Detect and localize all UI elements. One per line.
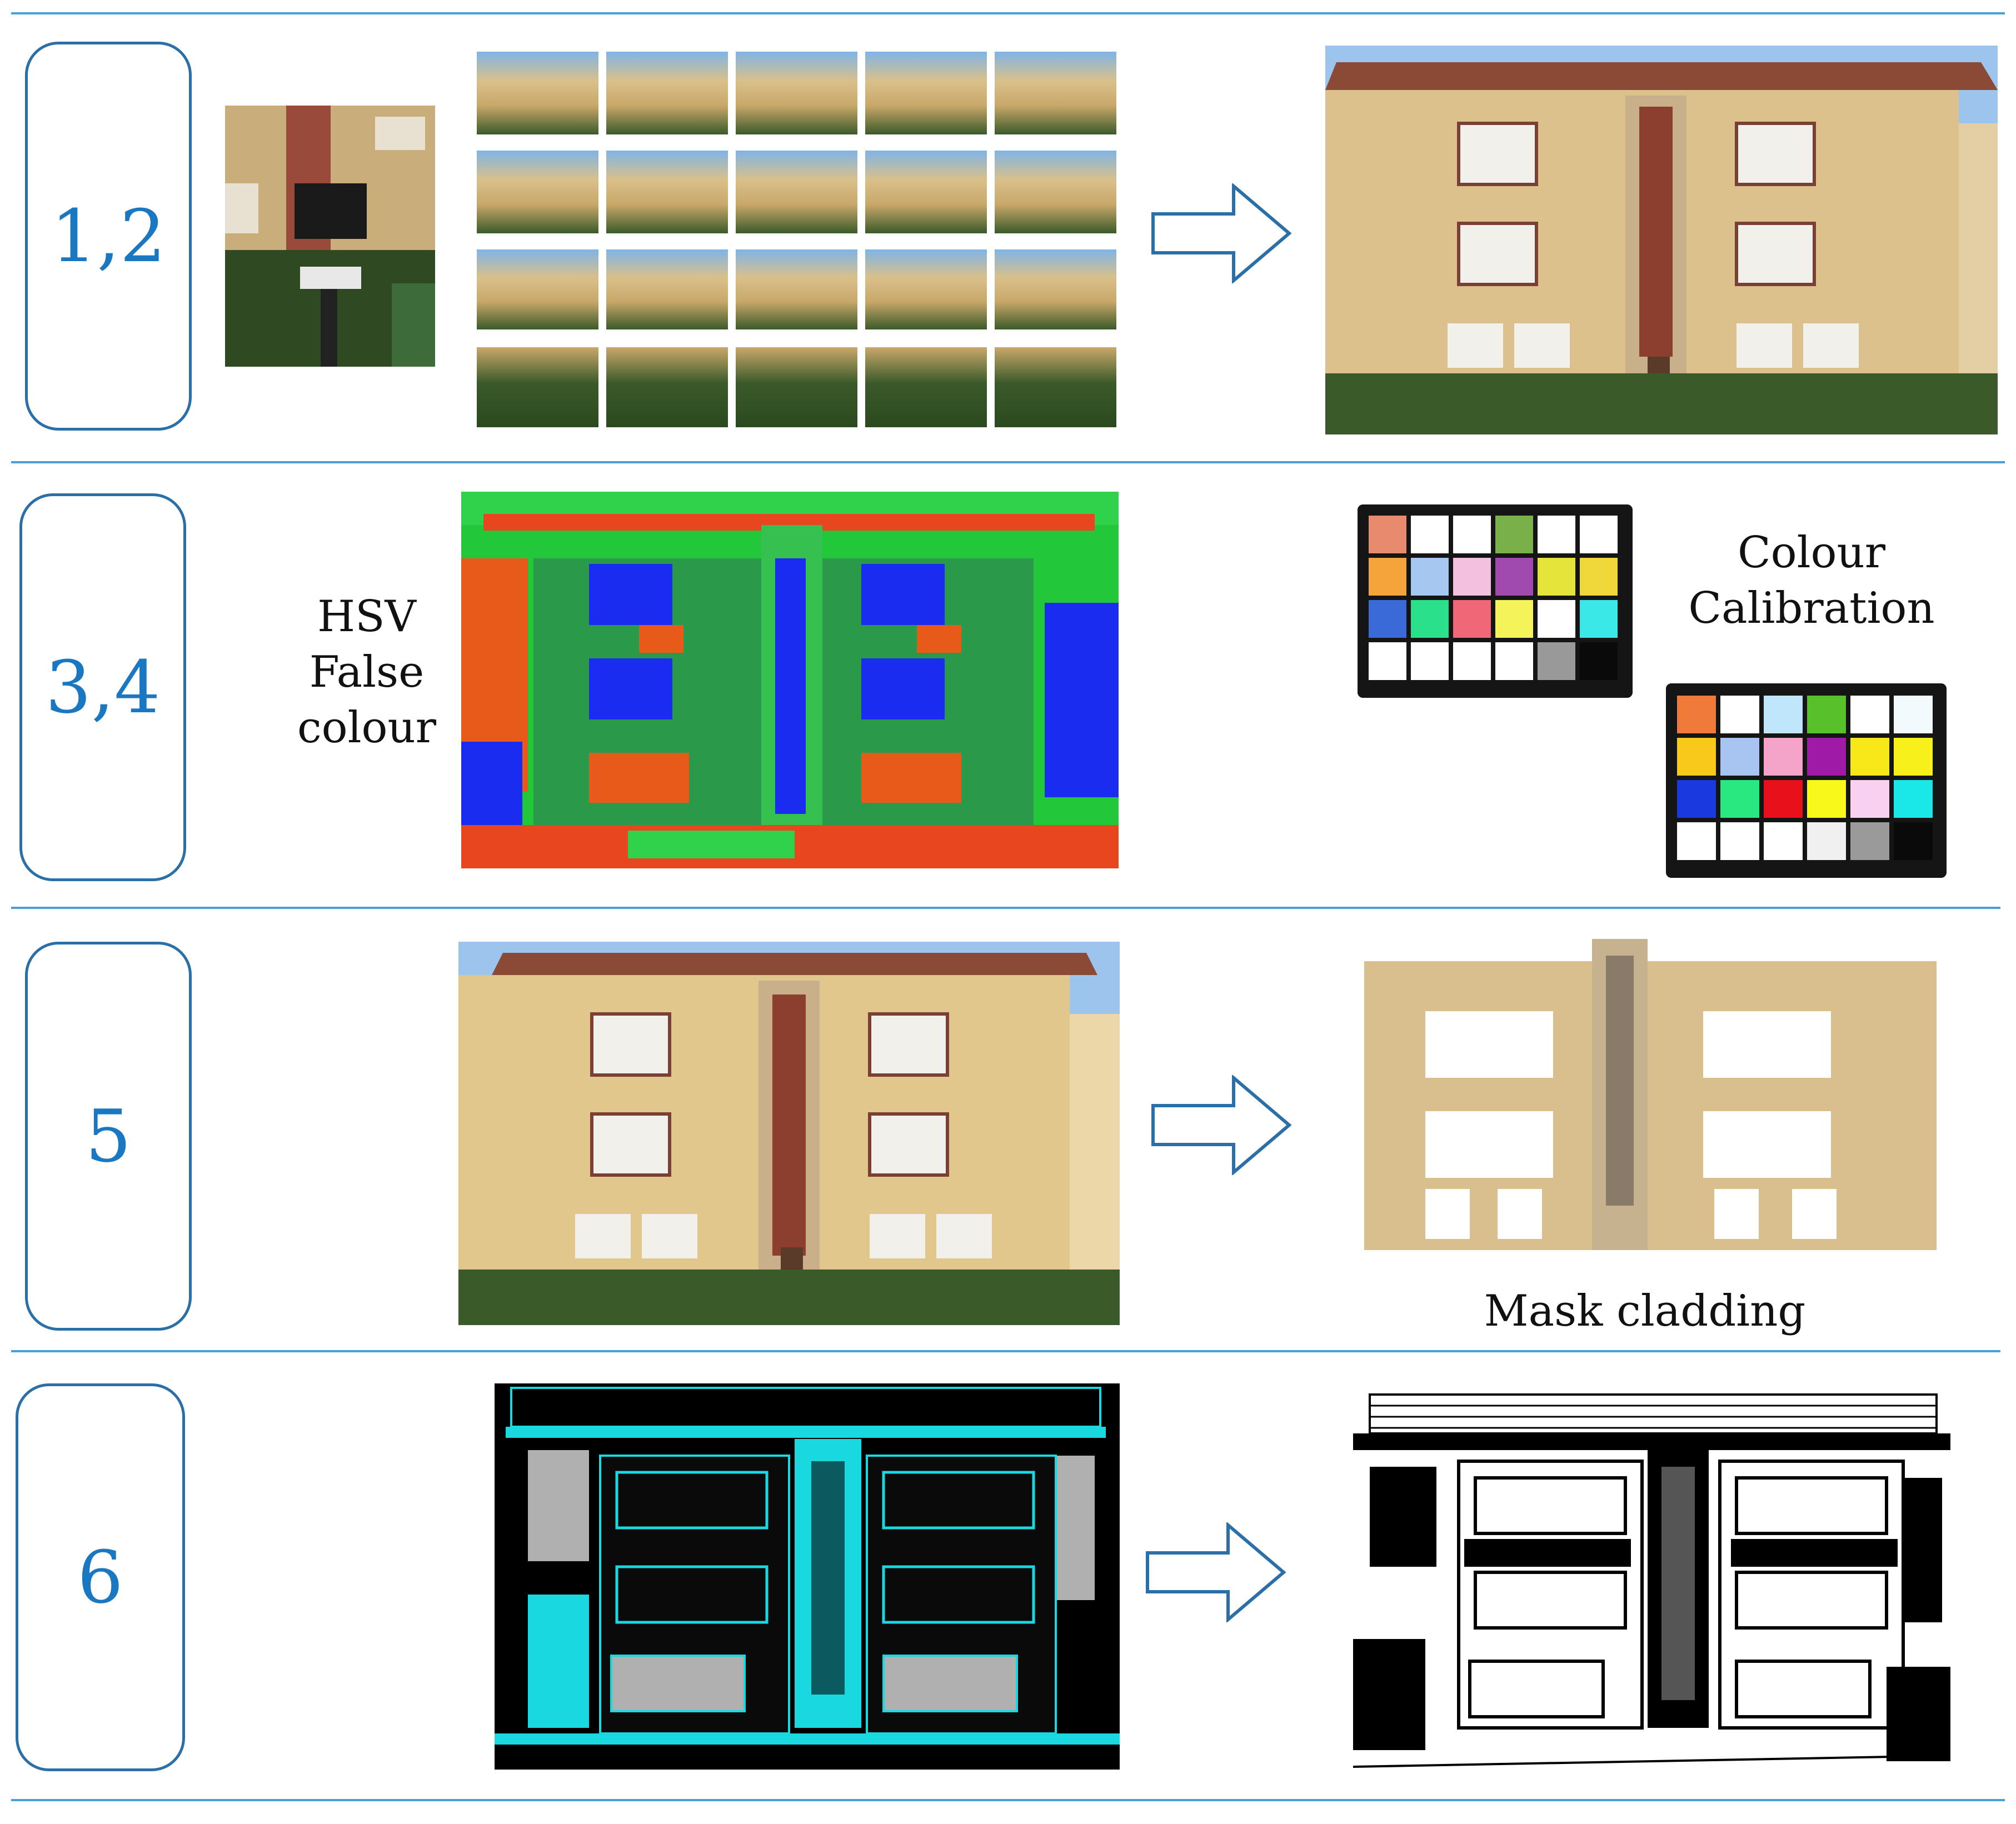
step-box-1-2: 1,2 bbox=[25, 42, 192, 431]
mask-line: Mask cladding bbox=[1484, 1286, 1806, 1336]
grid-tile bbox=[734, 248, 859, 331]
grid-tile bbox=[475, 149, 600, 235]
step-box-3-4: 3,4 bbox=[19, 493, 186, 881]
grid-tile bbox=[864, 248, 989, 331]
grid-tile bbox=[605, 248, 730, 331]
hsv-false-colour-image bbox=[461, 492, 1119, 868]
grid-tile bbox=[993, 346, 1118, 429]
colour-checker-chart-2 bbox=[1666, 683, 1947, 878]
grid-tile bbox=[734, 50, 859, 136]
grid-tile bbox=[993, 248, 1118, 331]
hsv-line-1: HSV bbox=[317, 592, 416, 642]
hsv-line-2: False bbox=[309, 647, 425, 697]
cad-overlay-image bbox=[495, 1383, 1120, 1770]
divider-1 bbox=[11, 461, 2005, 463]
grid-tile bbox=[734, 149, 859, 235]
grid-tile bbox=[864, 50, 989, 136]
grid-tile bbox=[993, 50, 1118, 136]
calib-line-1: Colour bbox=[1737, 528, 1886, 578]
grid-tile bbox=[475, 248, 600, 331]
grid-tile bbox=[734, 346, 859, 429]
step-label: 3,4 bbox=[45, 645, 161, 729]
grid-tile bbox=[605, 149, 730, 235]
grid-tile bbox=[475, 50, 600, 136]
right-arrow-icon bbox=[1151, 183, 1292, 283]
hsv-line-3: colour bbox=[297, 703, 437, 753]
step-box-6: 6 bbox=[16, 1383, 185, 1771]
camera-photo bbox=[225, 106, 435, 367]
binary-degradation-map bbox=[1353, 1389, 1950, 1772]
mask-cladding-image bbox=[1359, 939, 1942, 1289]
mask-cladding-label: Mask cladding bbox=[1467, 1283, 1823, 1339]
step-box-5: 5 bbox=[25, 942, 192, 1331]
divider-3 bbox=[11, 1350, 2000, 1352]
step-label: 1,2 bbox=[51, 194, 166, 278]
step-label: 6 bbox=[77, 1535, 123, 1620]
grid-tile bbox=[864, 346, 989, 429]
grid-tile bbox=[993, 149, 1118, 235]
divider-2 bbox=[11, 907, 2000, 909]
right-arrow-icon bbox=[1146, 1522, 1286, 1622]
grid-tile bbox=[864, 149, 989, 235]
calibrated-facade-photo bbox=[458, 942, 1120, 1325]
colour-checker-chart-1 bbox=[1358, 504, 1633, 698]
grid-tile bbox=[605, 346, 730, 429]
divider-bottom bbox=[11, 1799, 2005, 1801]
hsv-false-colour-label: HSV False colour bbox=[289, 589, 445, 756]
stitched-facade-photo bbox=[1325, 46, 1998, 434]
step-label: 5 bbox=[85, 1094, 132, 1178]
right-arrow-icon bbox=[1151, 1075, 1292, 1175]
colour-calibration-label: Colour Calibration bbox=[1673, 525, 1950, 636]
calib-line-2: Calibration bbox=[1688, 583, 1935, 633]
divider-top bbox=[11, 12, 2005, 14]
grid-tile bbox=[605, 50, 730, 136]
grid-tile bbox=[475, 346, 600, 429]
